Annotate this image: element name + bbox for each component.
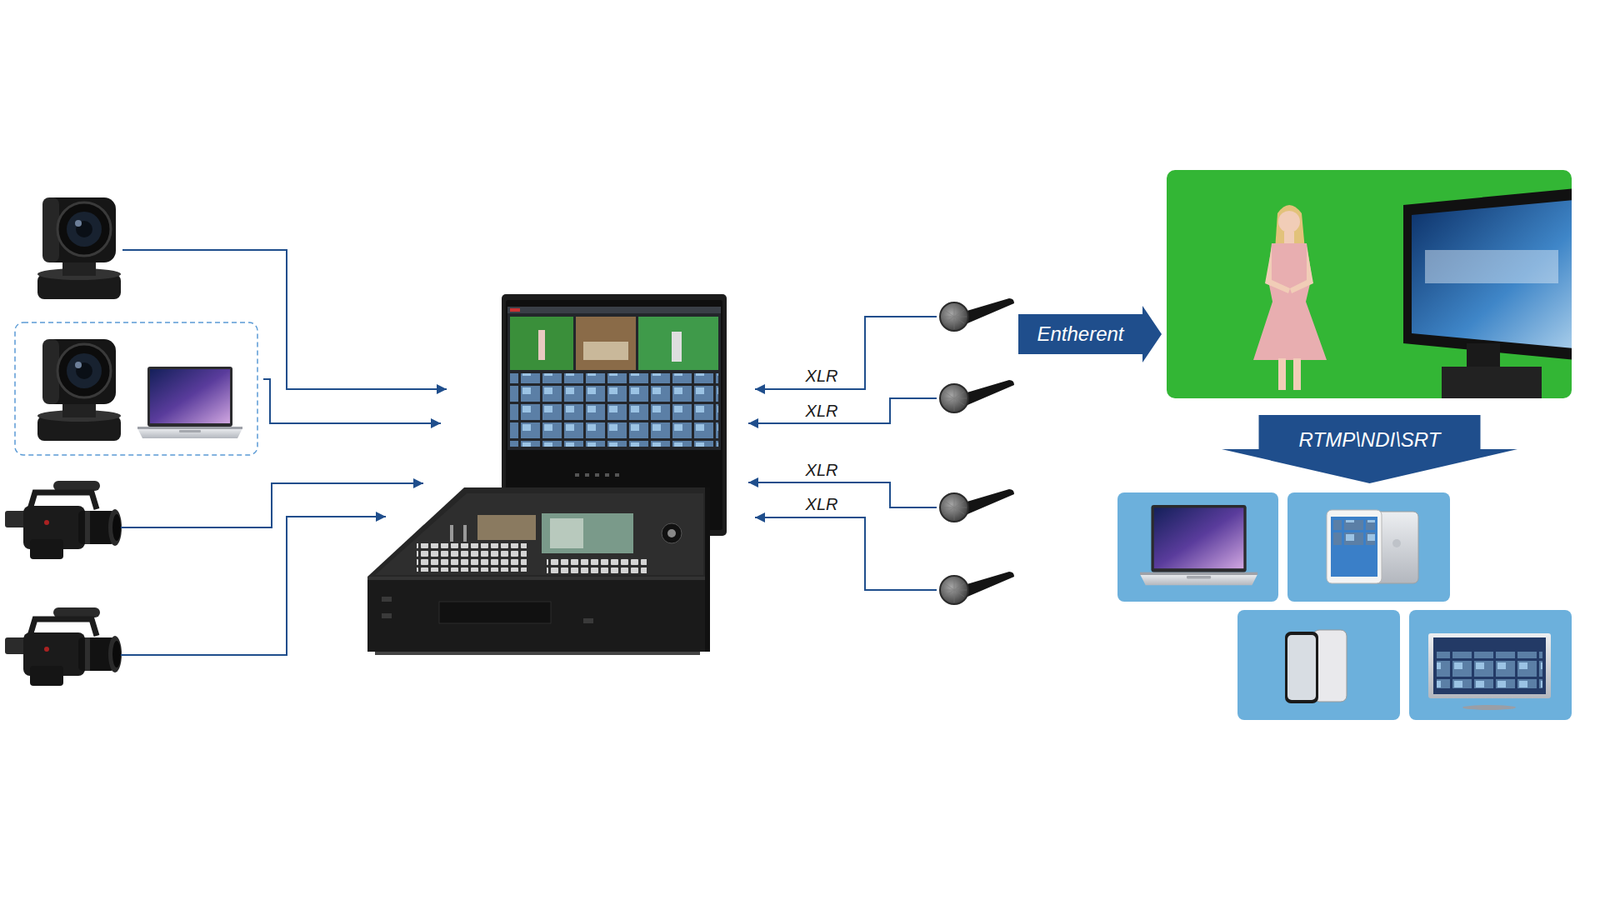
video-switcher (595, 473, 600, 477)
green-screen-photo (1278, 210, 1300, 233)
video-switcher (583, 618, 594, 624)
arrow-label: RTMP\NDI\SRT (1299, 428, 1441, 453)
laptop-icon (137, 366, 243, 439)
signal-wire (263, 379, 441, 424)
video-switcher (367, 576, 709, 580)
output-devices (1140, 505, 1258, 585)
signal-wire (755, 517, 937, 590)
camcorder-icon (5, 607, 122, 686)
signal-wire (120, 250, 937, 655)
output-devices (1237, 610, 1400, 720)
green-screen-photo (1425, 250, 1559, 284)
signal-wire (755, 316, 937, 390)
video-switcher (671, 331, 682, 362)
signal-label: XLR (804, 460, 840, 480)
video-switcher (367, 487, 709, 577)
video-switcher (538, 330, 545, 360)
video-switcher (507, 306, 721, 450)
output-devices (1436, 651, 1543, 689)
protocol-arrow: RTMP\NDI\SRT (1221, 415, 1518, 484)
green-screen-photo (1284, 231, 1295, 244)
green-screen-photo (1293, 358, 1301, 390)
arrow-label: Entherent (1036, 322, 1124, 347)
output-devices (1433, 637, 1546, 695)
signal-label: XLR (804, 401, 840, 420)
signal-wire (748, 482, 937, 508)
video-switcher (381, 613, 392, 619)
green-screen-photo (1275, 205, 1305, 250)
output-devices (1326, 510, 1382, 584)
video-switcher (367, 576, 709, 652)
video-switcher (615, 473, 620, 477)
ptz-camera (37, 197, 121, 300)
green-screen-photo (1411, 200, 1572, 349)
video-switcher (585, 473, 590, 477)
output-devices (1285, 631, 1319, 704)
video-switcher (375, 493, 704, 575)
video-switcher (375, 651, 700, 655)
video-switcher (510, 373, 719, 447)
green-screen-photo (1166, 170, 1572, 399)
output-devices (1287, 492, 1450, 602)
video-switcher (638, 316, 719, 370)
output-devices (1409, 610, 1572, 720)
video-switcher (439, 601, 551, 624)
video-switcher (575, 316, 636, 370)
green-screen-photo (1290, 246, 1314, 294)
green-screen-photo (1403, 188, 1572, 360)
signal-wire (120, 483, 424, 528)
video-switcher (575, 473, 580, 477)
video-switcher (463, 525, 467, 542)
video-switcher (550, 518, 584, 549)
arrow-shape (1018, 305, 1162, 363)
green-screen-photo (1265, 246, 1290, 294)
video-switcher (510, 308, 520, 312)
video-switcher (507, 306, 721, 314)
video-switcher (605, 473, 610, 477)
text-holder: Entherent (1018, 305, 1143, 363)
microphone-icon (940, 298, 1015, 331)
video-switcher (477, 515, 536, 540)
output-devices (1287, 635, 1316, 700)
video-switcher (416, 543, 527, 572)
video-switcher (367, 294, 727, 655)
video-switcher (546, 556, 647, 574)
video-switcher (381, 596, 392, 602)
signal-wire (120, 516, 386, 655)
text-holder: RTMP\NDI\SRT (1221, 415, 1518, 466)
signal-label: XLR (804, 495, 840, 514)
video-switcher (583, 341, 629, 360)
video-switcher (541, 513, 634, 554)
output-devices (1462, 705, 1516, 710)
video-switcher (510, 316, 574, 370)
video-switcher (661, 523, 682, 544)
microphone-icon (940, 489, 1015, 522)
microphone-icon (940, 380, 1015, 413)
video-switcher (705, 487, 710, 652)
output-devices (1117, 492, 1572, 720)
output-devices (1330, 516, 1378, 577)
green-screen-photo (1278, 358, 1286, 390)
camcorder-icon (5, 480, 122, 560)
output-devices (1428, 633, 1551, 699)
signal-wire (748, 398, 937, 424)
output-devices (1333, 520, 1375, 545)
signal-wire (122, 250, 447, 390)
video-switcher (450, 525, 454, 542)
green-screen-photo (1441, 366, 1542, 399)
arrow-shape (1221, 415, 1518, 484)
output-devices (1117, 492, 1279, 602)
green-screen-photo (1253, 243, 1327, 360)
signal-label: XLR (804, 366, 840, 385)
video-switcher (667, 529, 676, 538)
flow-arrow: Entherent (1018, 305, 1162, 363)
ptz-camera (37, 339, 121, 441)
microphone-icon (940, 571, 1015, 605)
group-outline (15, 322, 258, 455)
output-devices (1392, 539, 1401, 548)
